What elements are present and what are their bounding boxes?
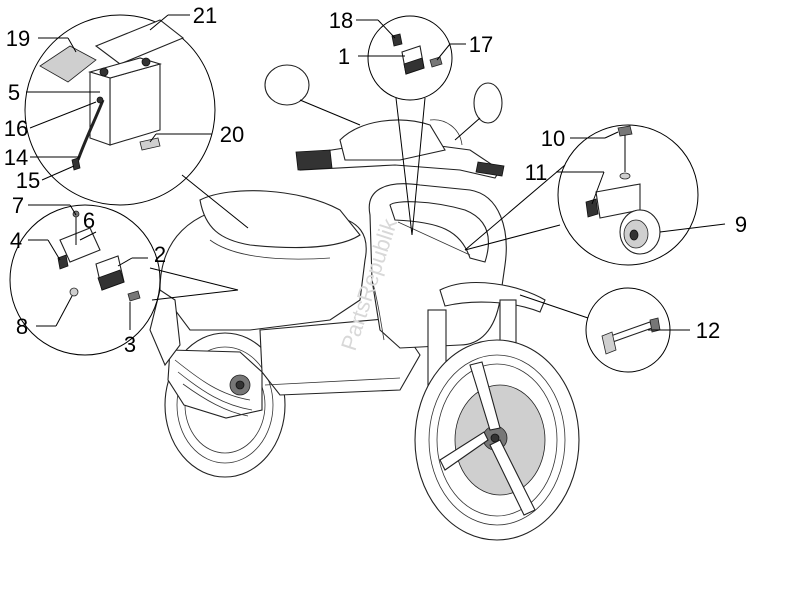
front-wheel bbox=[414, 339, 580, 541]
seat bbox=[199, 190, 361, 249]
battery-detail-group bbox=[24, 14, 249, 229]
callout-3: 3 bbox=[124, 332, 136, 357]
callout-14: 14 bbox=[4, 145, 28, 170]
bolt-10 bbox=[617, 125, 633, 137]
callout-19: 19 bbox=[6, 26, 30, 51]
callout-6: 6 bbox=[83, 208, 95, 233]
callout-5: 5 bbox=[8, 80, 20, 105]
foam-strip-20 bbox=[139, 137, 161, 151]
screw-3 bbox=[127, 290, 141, 302]
relay-bracket-detail-group bbox=[9, 204, 239, 356]
exhaust-engine bbox=[167, 349, 263, 419]
callout-numbers: 19 21 5 16 14 15 20 18 1 17 7 6 4 8 2 3 … bbox=[4, 3, 747, 357]
callout-20: 20 bbox=[220, 122, 244, 147]
callout-leaders bbox=[26, 14, 726, 331]
callout-1: 1 bbox=[338, 44, 350, 69]
callout-12: 12 bbox=[696, 318, 720, 343]
scooter-body-rear bbox=[149, 190, 367, 367]
callout-10: 10 bbox=[541, 126, 565, 151]
front-shield bbox=[368, 183, 507, 349]
callout-15: 15 bbox=[16, 168, 40, 193]
nut-8 bbox=[69, 287, 79, 297]
scooter-illustration bbox=[149, 64, 580, 541]
callout-7: 7 bbox=[12, 193, 24, 218]
bracket-6 bbox=[59, 227, 101, 263]
mirrors bbox=[264, 64, 503, 141]
battery-5 bbox=[88, 57, 162, 146]
relay-detail-group bbox=[367, 15, 453, 236]
battery-pad-19 bbox=[39, 45, 97, 83]
callout-18: 18 bbox=[329, 8, 353, 33]
callout-21: 21 bbox=[193, 3, 217, 28]
battery-cover-21 bbox=[94, 19, 185, 65]
callout-11: 11 bbox=[525, 160, 548, 185]
clip-4 bbox=[57, 254, 69, 270]
callout-16: 16 bbox=[4, 116, 28, 141]
clip-11 bbox=[585, 198, 599, 218]
callout-17: 17 bbox=[469, 32, 493, 57]
callout-4: 4 bbox=[10, 228, 22, 253]
screw-17 bbox=[429, 56, 443, 68]
callout-8: 8 bbox=[16, 314, 28, 339]
callout-9: 9 bbox=[735, 212, 747, 237]
horn-detail-group bbox=[464, 124, 699, 266]
handlebar bbox=[295, 119, 505, 179]
callout-2: 2 bbox=[154, 242, 166, 267]
